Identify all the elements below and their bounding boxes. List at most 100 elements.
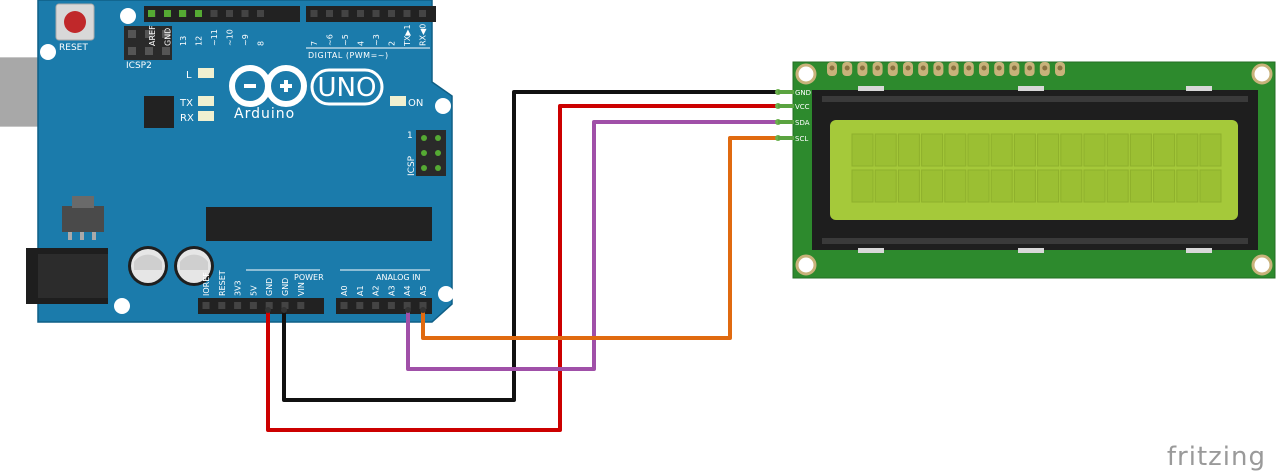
header-socket[interactable]: [202, 302, 210, 309]
power-pin-label: 5V: [249, 285, 258, 296]
icsp-pin1-label: 1: [407, 131, 413, 141]
lcd-mount-hole: [1251, 63, 1273, 85]
wires: [265, 89, 781, 432]
header-socket[interactable]: [388, 10, 395, 17]
top-pin-label: ~5: [341, 34, 350, 46]
top-pin-label: 8: [257, 41, 266, 46]
analog-pin-label: A2: [372, 285, 381, 296]
header-socket[interactable]: [357, 10, 364, 17]
voltage-regulator: [62, 206, 104, 232]
led-tx: [198, 96, 214, 106]
mount-hole: [435, 98, 451, 114]
top-pin-label: ~10: [226, 29, 235, 46]
header-socket[interactable]: [387, 302, 395, 309]
header-socket[interactable]: [372, 10, 380, 17]
mount-hole: [438, 286, 454, 302]
header-socket[interactable]: [210, 10, 218, 17]
lcd-char-cell: [1106, 133, 1129, 167]
wire-vcc[interactable]: [266, 104, 778, 432]
power-header: [198, 298, 324, 314]
lcd-char-cell: [1083, 169, 1106, 203]
header-socket[interactable]: [265, 302, 273, 309]
header-socket[interactable]: [403, 302, 411, 309]
lcd-char-cell: [851, 169, 874, 203]
analog-header: [336, 298, 432, 314]
lcd-char-cell: [1037, 169, 1060, 203]
led-l-label: L: [186, 70, 192, 81]
lcd-mount-hole: [795, 254, 817, 276]
lcd-char-cell: [1106, 169, 1129, 203]
header-socket[interactable]: [340, 302, 348, 309]
lcd-mount-hole: [1251, 254, 1273, 276]
lcd-char-cell: [967, 133, 990, 167]
lcd-char-cell: [990, 133, 1013, 167]
header-socket[interactable]: [419, 10, 426, 17]
analog-pin-label: A1: [356, 285, 365, 296]
analog-pin-label: A0: [340, 285, 349, 296]
icsp2-label: ICSP2: [126, 61, 152, 71]
lcd-char-cell: [1129, 169, 1152, 203]
top-pin-label: GND: [164, 28, 173, 46]
top-pin-label: ~3: [372, 34, 381, 46]
lcd-char-cell: [897, 133, 920, 167]
header-socket[interactable]: [249, 302, 257, 309]
header-socket[interactable]: [372, 302, 380, 309]
led-l: [198, 68, 214, 78]
lcd-pin-label: SDA: [795, 119, 810, 127]
wire-sda[interactable]: [406, 120, 778, 371]
icsp-label: ICSP: [407, 155, 417, 176]
led-on-label: ON: [408, 98, 423, 109]
header-socket[interactable]: [281, 302, 289, 309]
wire-gnd[interactable]: [282, 90, 778, 402]
lcd-char-cell: [990, 169, 1013, 203]
header-socket[interactable]: [310, 10, 318, 17]
lcd-char-cell: [874, 169, 897, 203]
header-socket[interactable]: [257, 10, 264, 17]
power-pin-label: GND: [265, 278, 274, 296]
header-socket[interactable]: [403, 10, 411, 17]
header-socket[interactable]: [326, 10, 333, 17]
lcd-pin-label: VCC: [795, 103, 810, 111]
digital-header-right: [306, 6, 436, 22]
power-label: POWER: [294, 273, 324, 282]
header-socket[interactable]: [234, 302, 242, 309]
analog-pin-label: A4: [403, 285, 412, 296]
lcd-char-cell: [1199, 133, 1222, 167]
arduino-logo: [228, 65, 308, 107]
wire-scl[interactable]: [421, 136, 778, 340]
reset-button-cap[interactable]: [64, 11, 86, 33]
icsp-header: [416, 130, 446, 176]
mount-hole: [120, 8, 136, 24]
header-socket[interactable]: [218, 302, 226, 309]
analog-pin-label: A3: [387, 285, 396, 296]
header-socket[interactable]: [226, 10, 233, 17]
led-rx-label: RX: [180, 113, 194, 124]
lcd-char-cell: [921, 133, 944, 167]
top-pin-label: ~11: [210, 29, 219, 46]
led-on: [390, 96, 406, 106]
top-pin-label: ~9: [241, 34, 250, 46]
header-socket[interactable]: [241, 10, 249, 17]
power-pin-label: GND: [281, 278, 290, 296]
icsp2-header: [124, 26, 172, 60]
model-label: UNO: [318, 73, 377, 103]
top-pin-label: 4: [357, 41, 366, 46]
digital-label: DIGITAL (PWM=~): [308, 51, 389, 60]
lcd-char-cell: [897, 169, 920, 203]
lcd-char-cell: [1060, 133, 1083, 167]
lcd-char-cell: [1153, 169, 1176, 203]
header-socket[interactable]: [297, 302, 305, 309]
header-socket[interactable]: [419, 302, 427, 309]
header-socket[interactable]: [341, 10, 349, 17]
lcd-char-cell: [1199, 169, 1222, 203]
uno-badge: [310, 68, 384, 106]
capacitor: [174, 246, 214, 286]
top-pin-label: ~6: [326, 34, 335, 46]
header-socket[interactable]: [356, 302, 364, 309]
lcd-char-cell: [1176, 169, 1199, 203]
lcd-i2c-pins: [778, 90, 794, 140]
top-pin-label: 13: [179, 36, 188, 46]
top-pin-label: 7: [310, 41, 319, 46]
